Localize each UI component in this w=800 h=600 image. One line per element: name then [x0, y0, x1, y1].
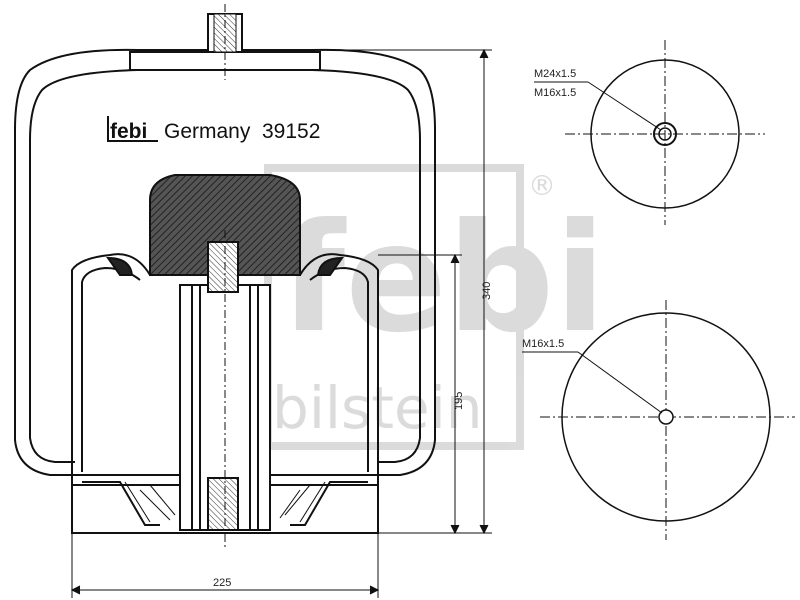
registered-mark: ®	[528, 169, 556, 202]
watermark-logo: febi	[280, 192, 606, 366]
brand-logo: febi	[110, 120, 147, 143]
dim-total-height: 340	[481, 282, 493, 300]
bottom-view	[522, 300, 795, 540]
dim-base-width: 225	[213, 577, 231, 589]
brand-country: Germany	[164, 120, 251, 143]
center-tube	[179, 230, 271, 548]
watermark: febi bilstein ®	[264, 164, 606, 450]
dimension-lines	[70, 48, 492, 598]
bump-stop	[149, 174, 301, 276]
top-plate	[129, 4, 321, 80]
dim-piston-height: 195	[453, 392, 465, 410]
part-number: 39152	[262, 120, 320, 143]
top-view	[534, 40, 765, 225]
piston	[71, 253, 379, 534]
top-thread-label-2: M16x1.5	[534, 87, 576, 99]
bottom-thread-label: M16x1.5	[522, 338, 564, 350]
top-thread-label-1: M24x1.5	[534, 68, 576, 80]
brand-label: febi Germany 39152	[107, 113, 320, 143]
